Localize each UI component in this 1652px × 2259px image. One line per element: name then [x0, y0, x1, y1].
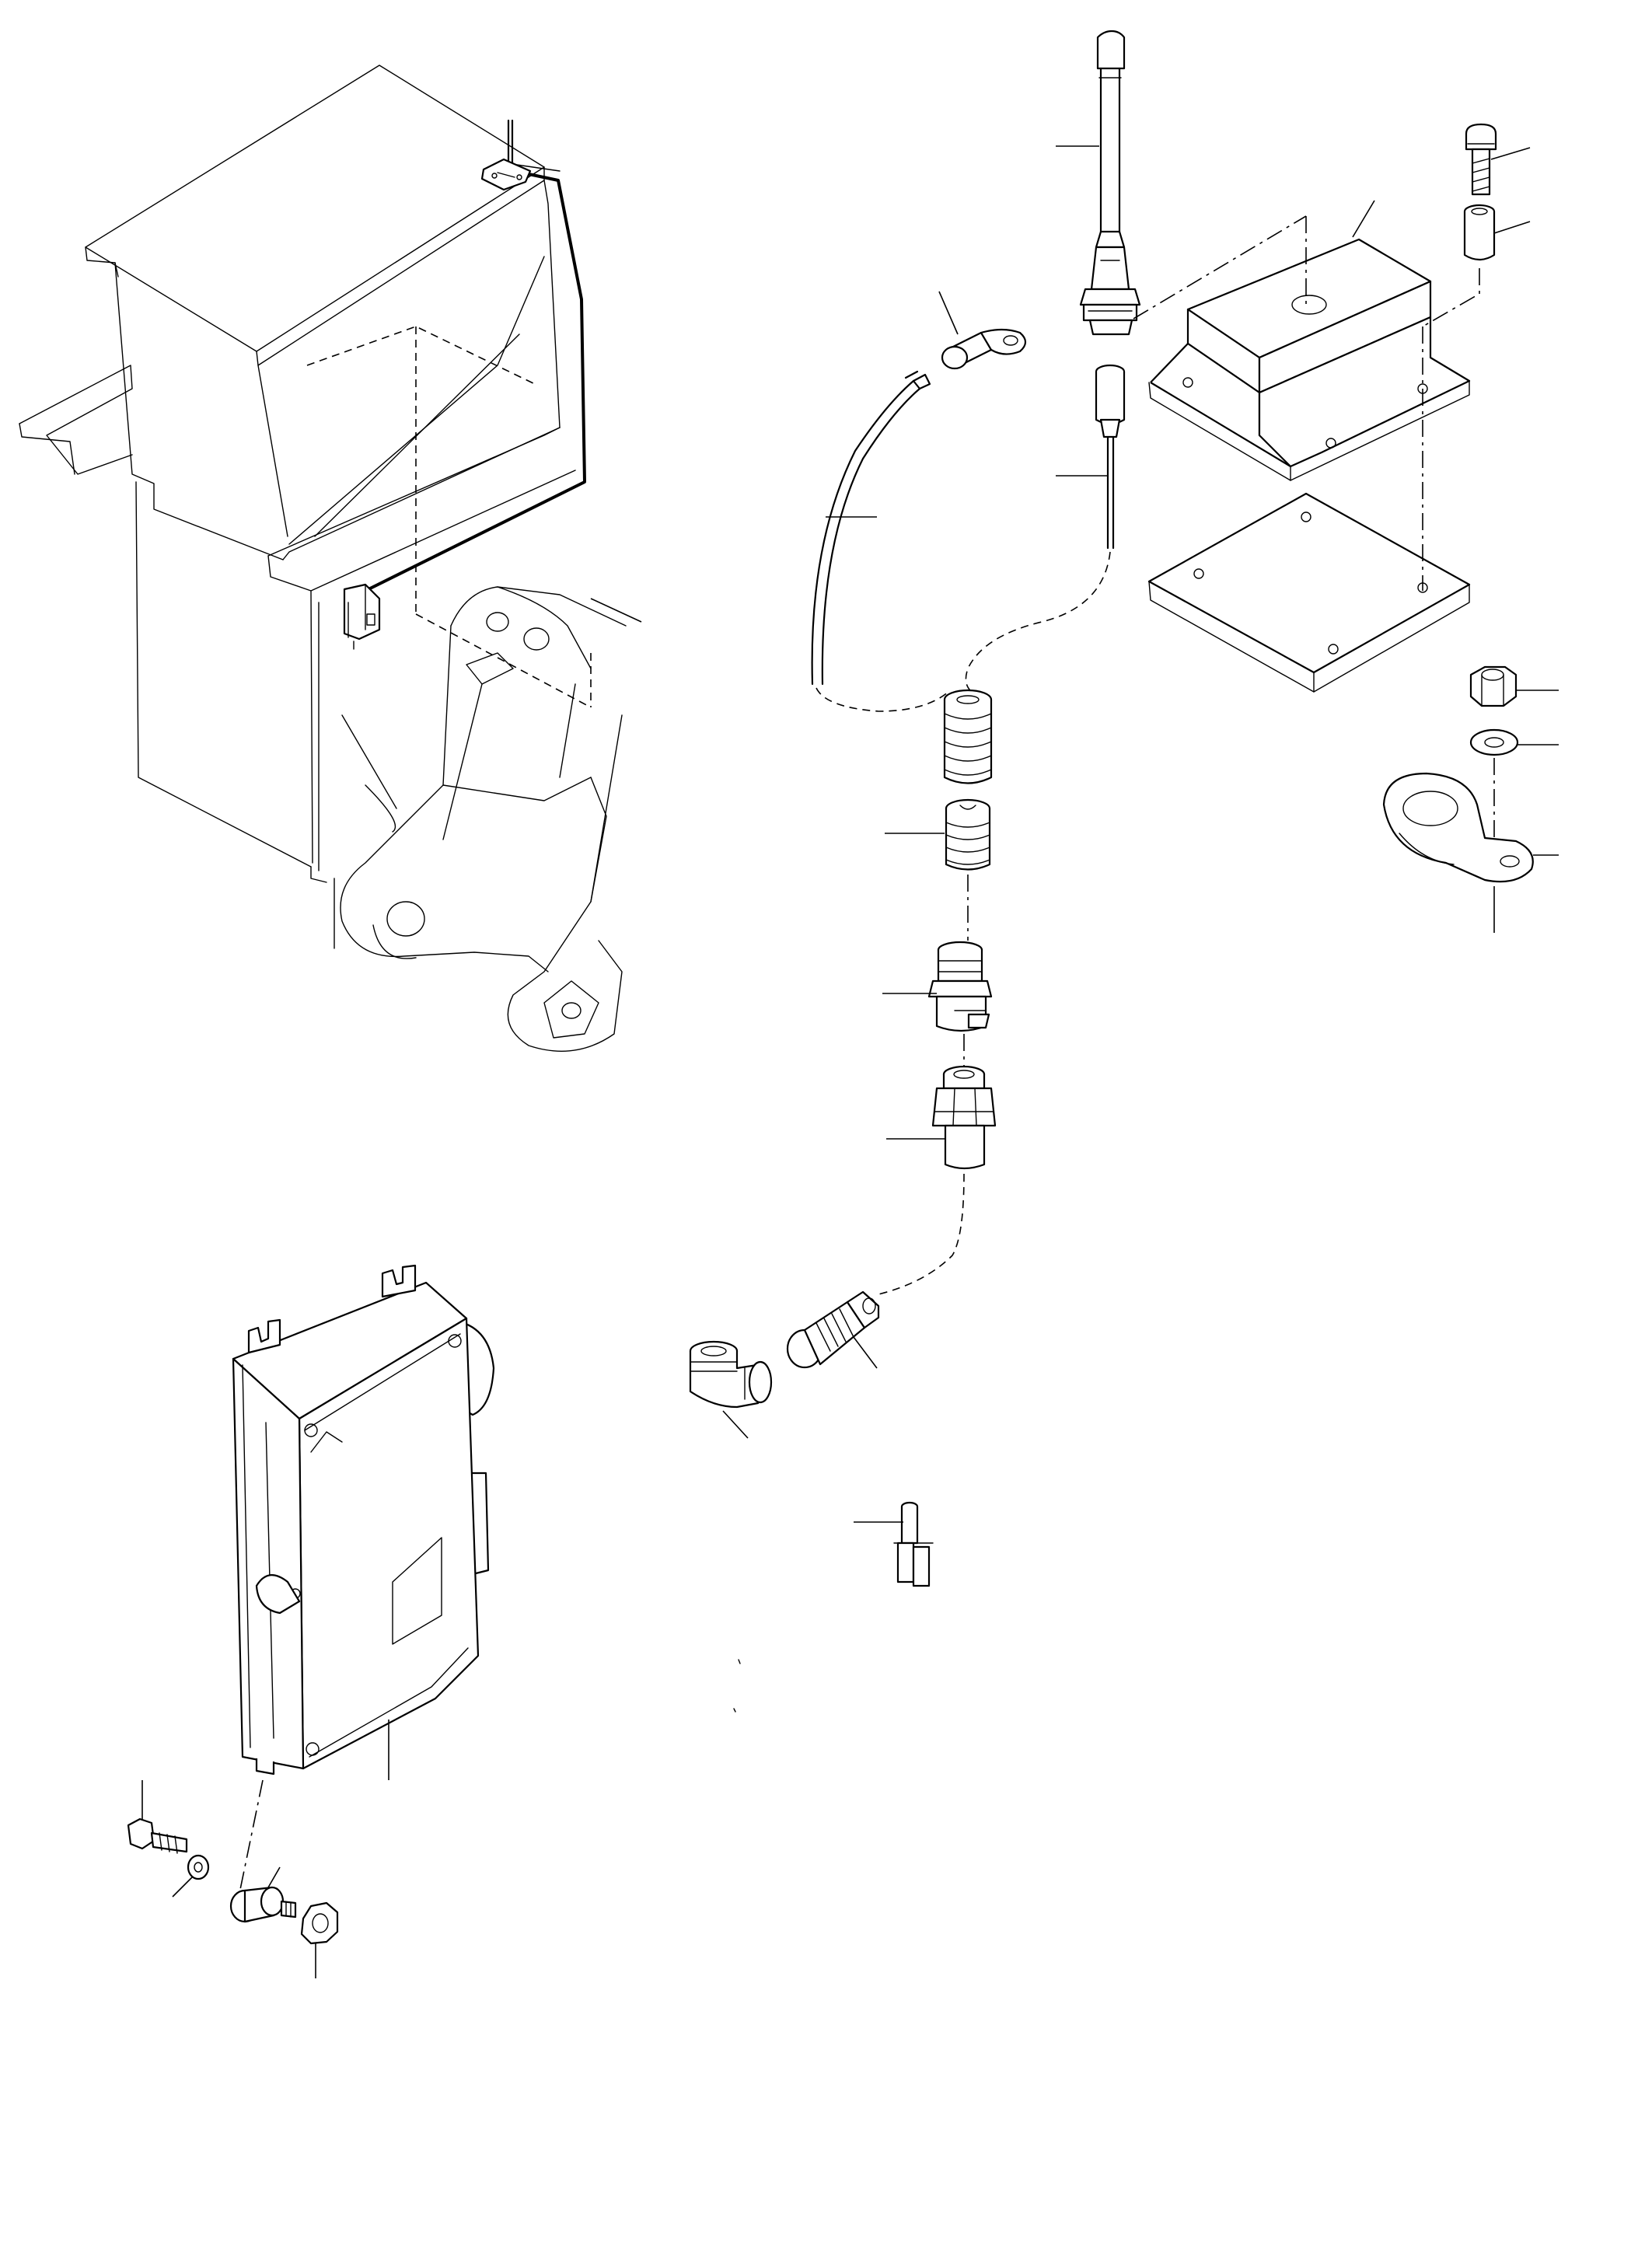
cable-clamp: [1382, 772, 1534, 883]
leader-line: [1352, 200, 1375, 238]
mounting-bracket: [1148, 238, 1471, 481]
leader-line: [172, 1876, 194, 1898]
leader-line: [1490, 147, 1531, 160]
drawing-mark: [738, 1659, 741, 1664]
lock-nut: [1469, 665, 1518, 707]
assembly-line: [1422, 268, 1480, 327]
coil-connector-lower: [945, 798, 991, 871]
radio-control-unit: [232, 1264, 495, 1775]
rubber-isolator: [229, 1886, 297, 1923]
cab-mounted-antenna: [480, 119, 532, 191]
bolt: [1465, 123, 1497, 196]
mounting-nut: [300, 1901, 339, 1945]
ground-wire: [811, 370, 949, 712]
ring-terminal: [941, 328, 1027, 370]
drawing-mark: [733, 1708, 736, 1713]
mounting-washer: [187, 1854, 210, 1880]
assembly-line: [1133, 215, 1307, 319]
coil-connector-upper: [943, 689, 993, 784]
leader-line: [267, 1866, 281, 1888]
cab-antenna-cable: [364, 164, 586, 592]
machine-cab: [19, 65, 627, 1052]
inline-splice: [893, 1501, 934, 1587]
spacer: [1463, 204, 1496, 261]
antenna-base-nut: [1079, 246, 1141, 336]
flat-washer: [1469, 728, 1519, 756]
plug-connector: [786, 1290, 880, 1369]
leader-line: [853, 1336, 878, 1369]
antenna-mast: [1095, 30, 1126, 249]
mounting-bolt: [127, 1817, 188, 1854]
bulkhead-fitting: [931, 1065, 997, 1170]
leader-line: [590, 598, 642, 623]
antenna-cable-plug: [1095, 364, 1126, 438]
leader-line: [938, 291, 959, 335]
antenna-cable: [965, 435, 1115, 693]
base-plate: [1147, 492, 1471, 693]
leader-line: [722, 1410, 749, 1439]
adapter-fitting: [927, 941, 993, 1032]
assembly-line: [236, 1779, 264, 1905]
cab-mounted-connector: [343, 583, 381, 650]
elbow-connector: [689, 1340, 773, 1409]
leader-line: [1493, 221, 1531, 234]
assembly-line: [878, 1173, 965, 1295]
